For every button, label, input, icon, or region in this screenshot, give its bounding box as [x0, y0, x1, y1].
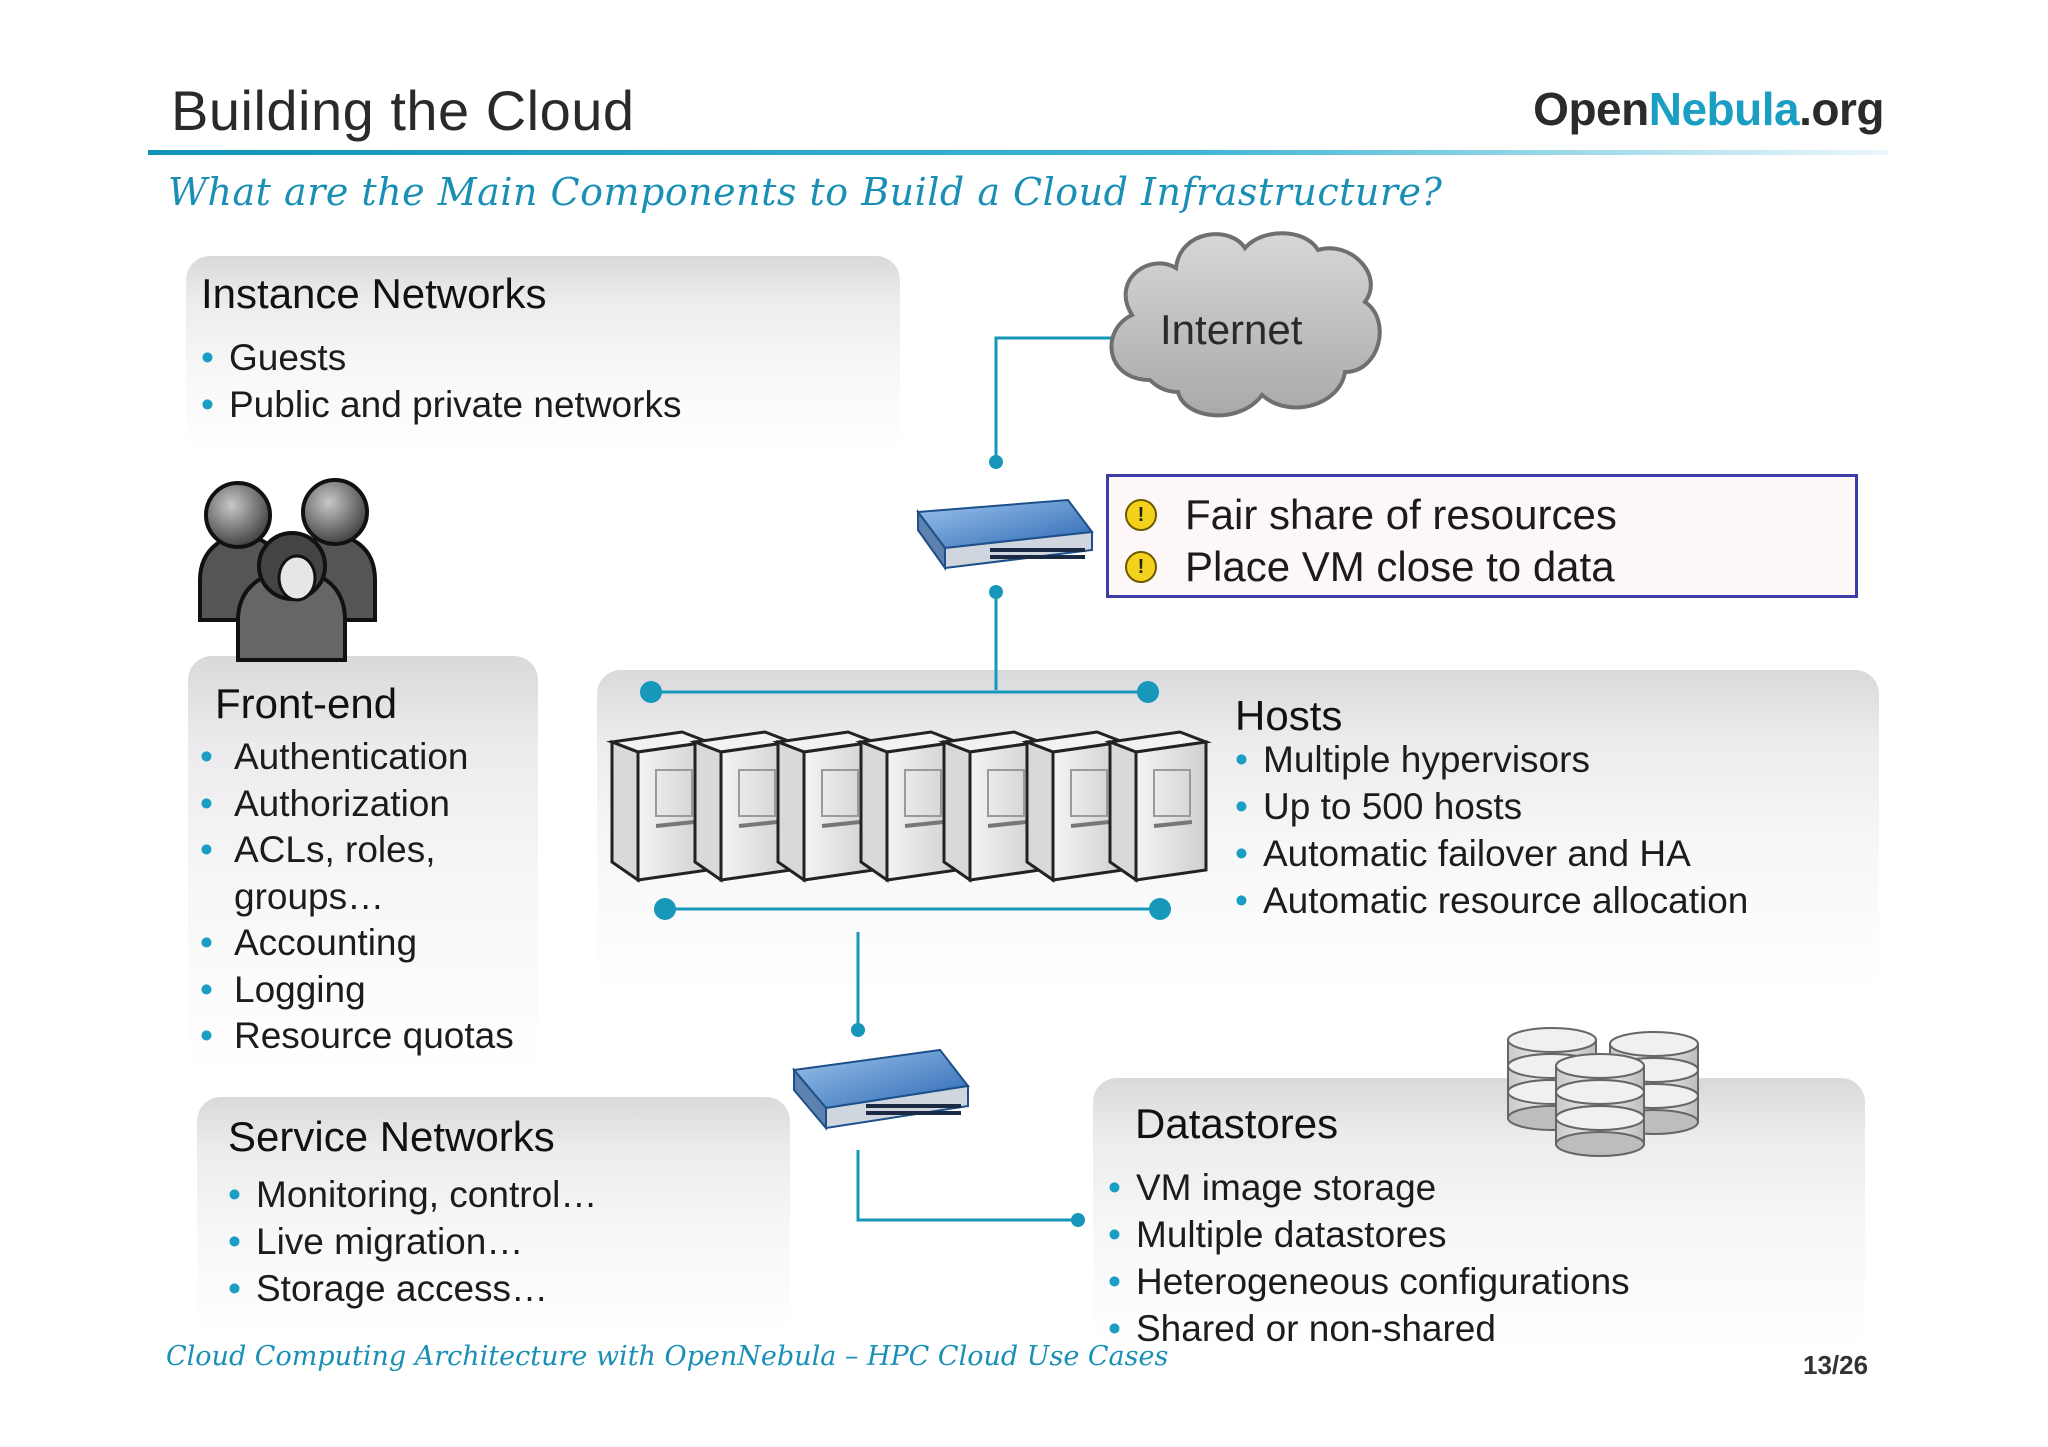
connector-dot	[989, 585, 1003, 599]
hosts-list: Multiple hypervisors Up to 500 hosts Aut…	[1235, 736, 1748, 924]
instance-networks-panel: Instance Networks Guests Public and priv…	[186, 256, 900, 456]
server-icon	[772, 730, 880, 883]
list-item: Guests	[201, 334, 681, 381]
switch-to-datastores-line	[856, 1150, 1078, 1222]
list-item: Shared or non-shared	[1108, 1305, 1630, 1352]
datastores-panel: Datastores VM image storage Multiple dat…	[1093, 1078, 1865, 1352]
notes-box: ! Fair share of resources ! Place VM clo…	[1106, 474, 1858, 598]
service-networks-panel: Service Networks Monitoring, control… Li…	[197, 1097, 790, 1337]
datastores-list: VM image storage Multiple datastores Het…	[1108, 1164, 1630, 1352]
disk-platter	[1555, 1105, 1645, 1157]
note-row: ! Fair share of resources	[1125, 491, 1617, 539]
list-item: Public and private networks	[201, 381, 681, 428]
slide-title: Building the Cloud	[171, 79, 635, 142]
instance-networks-heading: Instance Networks	[201, 270, 547, 317]
server-icon	[689, 730, 797, 883]
warning-icon: !	[1125, 551, 1157, 583]
connection-dots	[640, 455, 1171, 1227]
list-item: Authentication	[200, 734, 540, 781]
warning-icon: !	[1125, 499, 1157, 531]
header-divider	[148, 150, 1888, 155]
host-servers	[606, 730, 1212, 883]
list-item: Heterogeneous configurations	[1108, 1258, 1630, 1305]
list-item: Multiple hypervisors	[1235, 736, 1748, 783]
server-icon	[1104, 730, 1212, 883]
list-item: VM image storage	[1108, 1164, 1630, 1211]
list-item: Multiple datastores	[1108, 1211, 1630, 1258]
footer-text: Cloud Computing Architecture with OpenNe…	[166, 1341, 1169, 1372]
list-item: Up to 500 hosts	[1235, 783, 1748, 830]
service-networks-heading: Service Networks	[228, 1113, 555, 1160]
frontend-heading: Front-end	[215, 680, 398, 727]
server-icon	[938, 730, 1046, 883]
internet-label: Internet	[1160, 306, 1303, 353]
users-icon	[198, 478, 377, 662]
service-networks-list: Monitoring, control… Live migration… Sto…	[228, 1171, 597, 1312]
opennebula-logo: OpenNebula.org	[1533, 82, 1884, 136]
list-item: Accounting	[200, 920, 540, 967]
server-icon	[606, 730, 714, 883]
list-item: Live migration…	[228, 1218, 597, 1265]
connection-lines	[651, 336, 1160, 1222]
internet-cloud-icon	[1109, 231, 1382, 418]
list-item: Monitoring, control…	[228, 1171, 597, 1218]
note-text: Place VM close to data	[1185, 543, 1615, 590]
internet-to-switch-line	[994, 336, 1124, 462]
bottom-switch-icon	[792, 1048, 970, 1131]
connector-dot	[640, 681, 662, 703]
datastore-disks-icon	[1507, 1027, 1699, 1157]
instance-networks-list: Guests Public and private networks	[201, 334, 681, 428]
connector-dot	[1071, 1213, 1085, 1227]
list-item: Authorization	[200, 781, 540, 828]
connector-dot	[1137, 681, 1159, 703]
connector-dot	[989, 455, 1003, 469]
connector-dot	[851, 1023, 865, 1037]
page-number: 13/26	[1803, 1350, 1869, 1380]
logo-text-org: .org	[1799, 83, 1884, 135]
datastores-heading: Datastores	[1135, 1100, 1339, 1147]
slide-subtitle: What are the Main Components to Build a …	[168, 170, 1443, 214]
note-text: Fair share of resources	[1185, 491, 1617, 538]
hosts-heading: Hosts	[1235, 692, 1343, 739]
list-item: Logging	[200, 967, 540, 1014]
logo-text-nebula: Nebula	[1648, 83, 1800, 135]
note-row: ! Place VM close to data	[1125, 543, 1615, 591]
list-item: Resource quotas	[200, 1013, 540, 1060]
list-item: Automatic failover and HA	[1235, 830, 1748, 877]
server-icon	[855, 730, 963, 883]
connector-dot	[654, 898, 676, 920]
list-item: Storage access…	[228, 1265, 597, 1312]
list-item: Automatic resource allocation	[1235, 877, 1748, 924]
logo-text-open: Open	[1533, 83, 1649, 135]
frontend-panel: Front-end Authentication Authorization A…	[188, 656, 538, 1076]
connector-dot	[1149, 898, 1171, 920]
top-switch-icon	[916, 498, 1094, 572]
list-item: ACLs, roles, groups…	[200, 827, 540, 920]
frontend-list: Authentication Authorization ACLs, roles…	[200, 734, 540, 1060]
